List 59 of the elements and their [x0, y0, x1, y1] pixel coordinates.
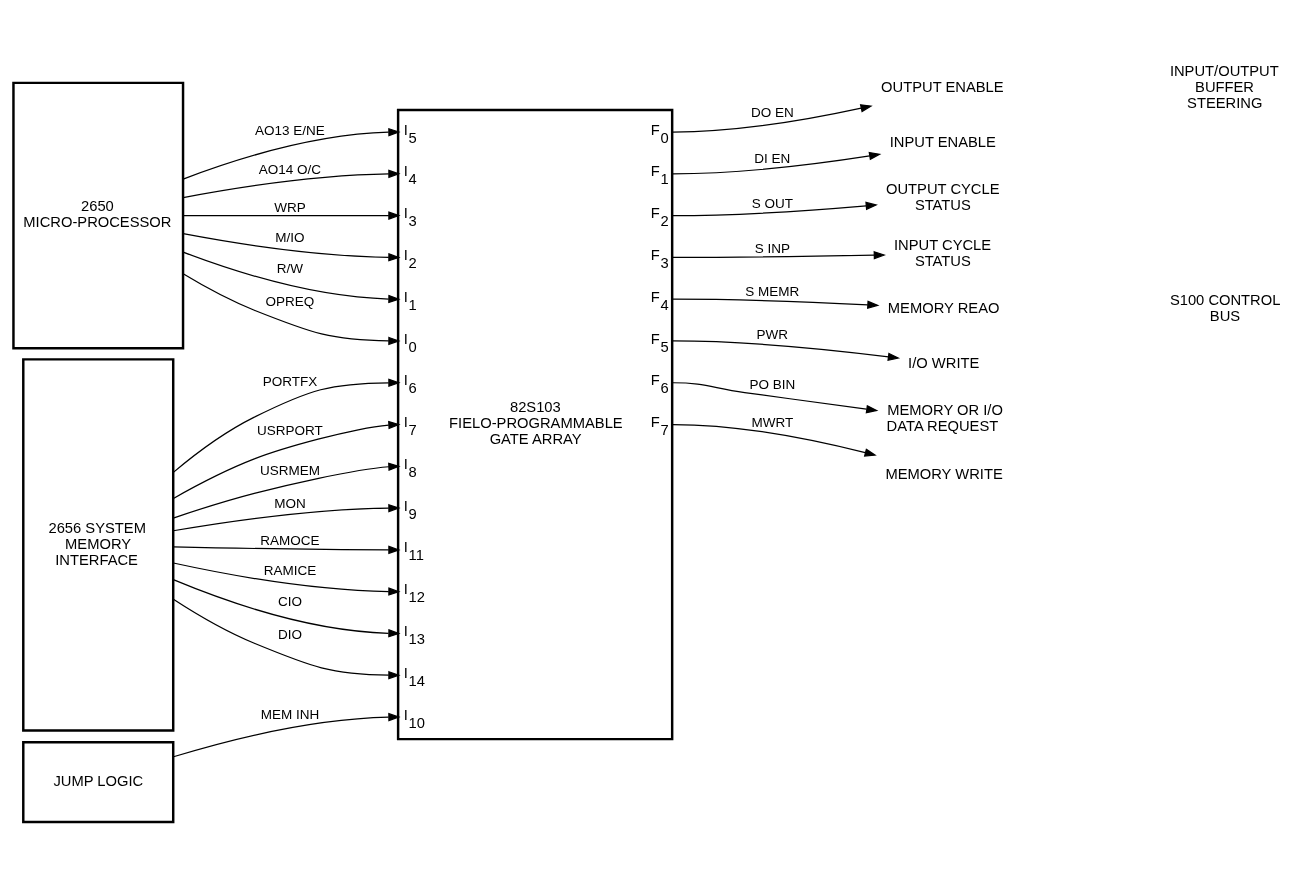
arrow: [672, 298, 880, 309]
edge-label: DIO: [277, 626, 302, 642]
node-text: INPUT CYCLE STATUS: [893, 236, 992, 268]
label: INPUT/OUTPUT BUFFER STEERING: [1169, 62, 1279, 111]
edge-label: MEM INH: [260, 706, 320, 722]
edge-label: OPREQ: [265, 293, 315, 309]
node-text: I/O WRITE: [908, 354, 980, 371]
edge-label: S OUT: [751, 195, 793, 211]
node-box: 2650 MICRO-PROCESSOR: [12, 81, 185, 350]
edge-label: MON: [274, 495, 306, 511]
arrow: [182, 232, 401, 262]
arrow: [672, 381, 879, 413]
arrow: [172, 712, 401, 757]
edge-label: PWR: [756, 326, 789, 342]
arrow: [172, 461, 401, 519]
edge-label: PORTFX: [262, 373, 318, 389]
edge-label: RAMICE: [263, 562, 317, 578]
edge-label: M/IO: [275, 229, 305, 245]
arrow: [172, 561, 401, 596]
arrow: [182, 127, 401, 180]
arrow: [182, 272, 401, 345]
arrow: [672, 250, 886, 259]
arrow: [172, 578, 401, 638]
edge-label: S MEMR: [745, 283, 800, 299]
arrow: [672, 339, 901, 361]
arrow: [182, 169, 401, 198]
arrow: [172, 545, 401, 554]
arrow: [172, 503, 401, 531]
edge-label: RAMOCE: [260, 532, 320, 548]
edge-label: USRPORT: [257, 422, 323, 438]
arrow: [172, 598, 401, 679]
arrow: [672, 151, 882, 174]
edge-label: MWRT: [751, 414, 794, 430]
edge-label: AO13 E/NE: [255, 122, 325, 138]
label: S100 CONTROL BUS: [1169, 291, 1281, 324]
arrow: [172, 420, 401, 499]
edge-label: USRMEM: [259, 462, 320, 478]
arrow: [672, 103, 873, 133]
node-text: MEMORY WRITE: [885, 465, 1003, 482]
arrow: [672, 201, 878, 216]
node-box: 2656 SYSTEM MEMORY INTERFACE: [22, 357, 175, 732]
edge-label: DI EN: [754, 150, 791, 166]
edge-label: AO14 O/C: [258, 161, 322, 177]
arrow: [182, 251, 401, 303]
edge-label: PO BIN: [749, 376, 796, 392]
node-text: MEMORY OR I/O DATA REQUEST: [886, 401, 1003, 434]
arrow: [672, 423, 877, 457]
edge-label: R/W: [276, 260, 304, 276]
node-text: OUTPUT ENABLE: [881, 78, 1004, 95]
arrow: [172, 378, 401, 473]
edge-label: DO EN: [750, 104, 794, 120]
node-box: JUMP LOGIC: [22, 740, 175, 823]
arrow: [182, 210, 401, 220]
node-text: OUTPUT CYCLE STATUS: [886, 180, 1000, 213]
node-text: MEMORY REAO: [887, 299, 1000, 316]
edge-label: CIO: [277, 593, 302, 609]
edge-label: S INP: [754, 240, 790, 256]
node-text: INPUT ENABLE: [889, 133, 996, 150]
edge-label: WRP: [274, 199, 306, 215]
